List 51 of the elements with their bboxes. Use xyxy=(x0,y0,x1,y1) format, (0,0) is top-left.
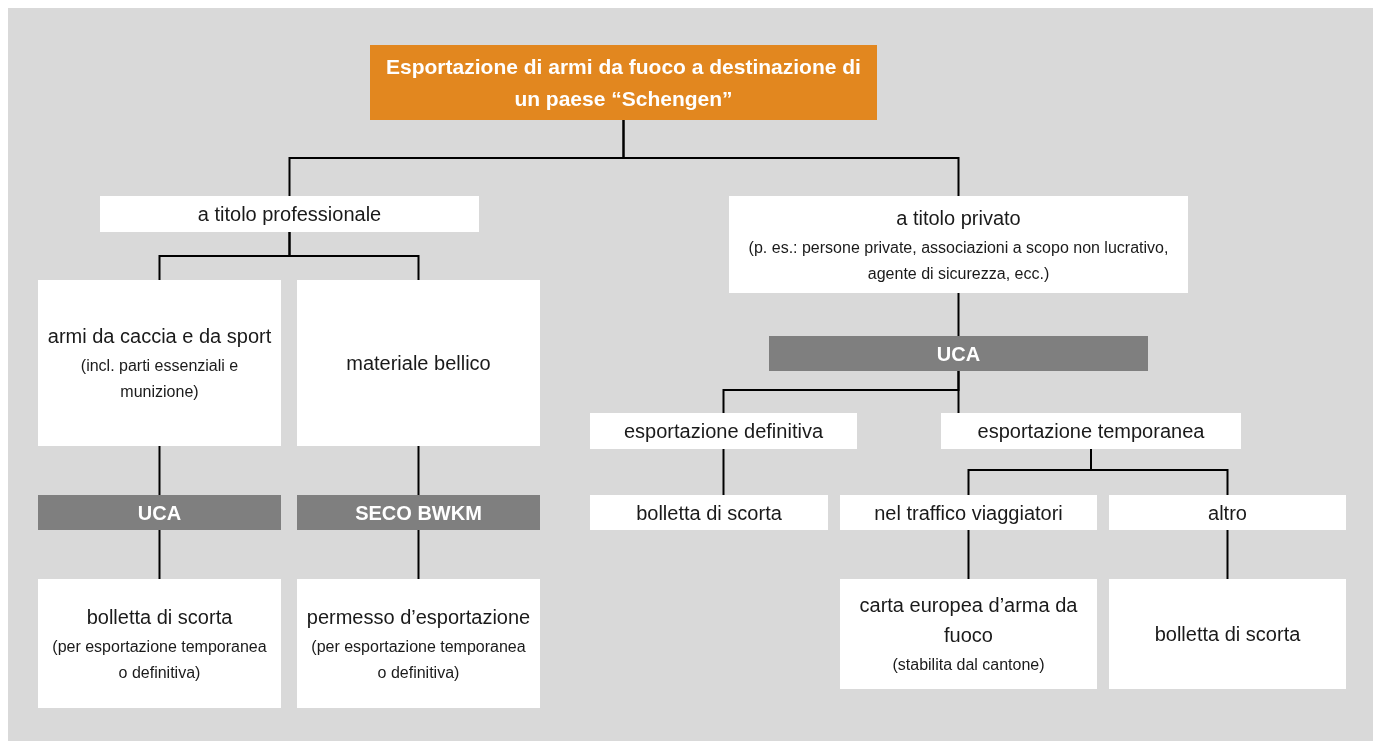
category-box xyxy=(941,413,1241,449)
category-box xyxy=(590,495,828,530)
connector-line xyxy=(288,231,420,281)
node-label: SECO BWKM xyxy=(355,500,482,526)
node-label: esportazione definitiva xyxy=(624,419,823,444)
node-label: bolletta di scorta xyxy=(636,500,782,526)
node-label: permesso d’esportazione xyxy=(306,604,531,630)
category-box xyxy=(840,495,1097,530)
node-label: UCA xyxy=(936,341,981,367)
authority-bar xyxy=(38,495,281,530)
node-label: esportazione temporanea xyxy=(977,419,1205,444)
category-box xyxy=(590,413,857,449)
node-note: (per esportazione temporanea o definitiva) xyxy=(310,636,527,683)
node-label: nel traffico viaggiatori xyxy=(874,500,1063,526)
connector-line xyxy=(722,448,725,496)
node-label: UCA xyxy=(137,500,182,526)
connector-line xyxy=(957,370,960,414)
node-label: a titolo professionale xyxy=(197,202,382,227)
category-box xyxy=(297,280,540,446)
node-label: altro xyxy=(1208,500,1247,526)
connector-line xyxy=(622,119,960,197)
connector-line xyxy=(417,529,420,580)
category-box xyxy=(38,280,281,446)
category-box xyxy=(100,196,479,232)
node-note: (per esportazione temporanea o definitiva) xyxy=(51,636,268,683)
category-box xyxy=(38,579,281,708)
node-note: (p. es.: persone private, associazioni a scopo non lucrativo, agente di sicurezza, ecc.) xyxy=(747,237,1170,284)
category-box xyxy=(729,196,1188,293)
connector-line xyxy=(158,445,161,496)
node-label: a titolo privato xyxy=(896,205,1021,231)
category-box xyxy=(840,579,1097,689)
node-label: armi da caccia e da sport xyxy=(47,324,272,350)
authority-bar xyxy=(769,336,1148,371)
node-label: bolletta di scorta xyxy=(1154,622,1301,647)
connector-line xyxy=(957,292,960,337)
node-note: (incl. parti essenziali e munizione) xyxy=(79,356,240,402)
node-label: carta europea d’arma da fuoco xyxy=(858,593,1079,649)
authority-bar xyxy=(297,495,540,530)
connector-line xyxy=(417,445,420,496)
node-label: materiale bellico xyxy=(346,351,491,376)
category-box xyxy=(297,579,540,708)
node-label: Esportazione di armi da fuoco a destinazione di un paese “Schengen” xyxy=(385,54,862,112)
node-label: bolletta di scorta xyxy=(86,604,233,630)
connector-line xyxy=(1090,448,1229,496)
title-box xyxy=(370,45,877,120)
connector-line xyxy=(967,529,970,580)
category-box xyxy=(1109,495,1346,530)
category-box xyxy=(1109,579,1346,689)
connector-line xyxy=(1226,529,1229,580)
connector-line xyxy=(158,529,161,580)
node-note: (stabilita dal cantone) xyxy=(892,655,1045,676)
